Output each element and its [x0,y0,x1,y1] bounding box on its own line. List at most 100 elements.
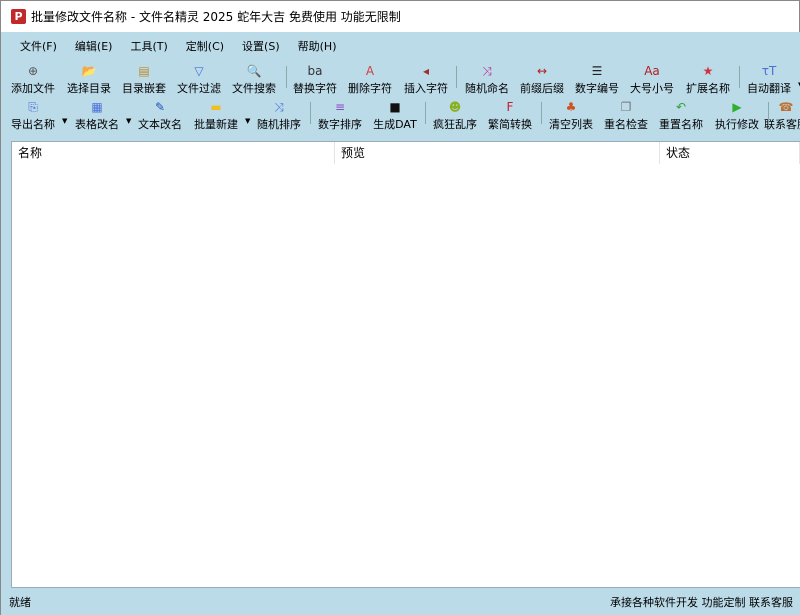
toolbar-button-label: 文件搜索 [232,82,276,95]
toolbar-button-convert[interactable]: F 繁简转换 [482,100,538,132]
toolbar-button-number-sort[interactable]: ≡数字排序 [312,100,368,132]
folder-open-icon: 📂 [81,64,97,78]
menu-item[interactable]: 帮助(H) [297,40,337,53]
toolbar-button-label: 添加文件 [11,82,55,95]
toolbar-button-label: 大号小号 [630,82,674,95]
dropdown-arrow-icon[interactable]: ▼ [62,117,68,125]
menu-bar: 文件(F) 编辑(E) 工具(T) 定制(C) 设置(S) 帮助(H) [11,35,345,57]
toolbar-separator [286,66,287,88]
column-header-preview[interactable]: 预览 [335,142,660,164]
toolbar-button-label: 文件过滤 [177,82,221,95]
add-file-icon: ⊕ [27,64,39,78]
toolbar-button-nested-folder[interactable]: ▤ 目录嵌套 [116,64,172,96]
toolbar-button-label: 文本改名 [138,118,182,131]
star-icon: ★ [702,64,714,78]
column-header-name[interactable]: 名称 [12,142,335,164]
toolbar-button-label: 繁简转换 [488,118,532,131]
title-bar: P 批量修改文件名称 - 文件名精灵 2025 蛇年大吉 免费使用 功能无限制 [0,0,800,32]
clear-icon: ♣ [565,100,577,114]
toolbar-button-label: 随机排序 [257,118,301,131]
toolbar-button-filter[interactable]: ▽ 文件过滤 [171,64,227,96]
toolbar-button-label: 重名检查 [604,118,648,131]
toolbar-button-crazy[interactable]: ☻疯狂乱序 [427,100,483,132]
toolbar-button-label: 扩展名称 [686,82,730,95]
translate-icon: τT [761,64,777,78]
column-header-status[interactable]: 状态 [660,142,800,164]
toolbar-button-star[interactable]: ★ 扩展名称 [680,64,736,96]
toolbar-button-label: 重置名称 [659,118,703,131]
dropdown-arrow-icon[interactable]: ▼ [798,81,800,89]
folder-icon: ▬ [210,100,222,114]
window-title: 批量修改文件名称 - 文件名精灵 2025 蛇年大吉 免费使用 功能无限制 [31,10,401,24]
menu-item[interactable]: 工具(T) [130,40,168,53]
toolbar-button-prefix-suffix[interactable]: ↔ 前缀后缀 [514,64,570,96]
contact-icon: ☎ [778,100,794,114]
case-icon: Aa [644,64,660,78]
replace-icon: ba [307,64,323,78]
toolbar-button-edit[interactable]: ✎ 文本改名 [132,100,188,132]
numbered-list-icon: ☰ [591,64,603,78]
copy-icon: ❐ [620,100,632,114]
toolbar-button-shuffle[interactable]: ⤨ 随机命名 [459,64,515,96]
dropdown-arrow-icon[interactable]: ▼ [126,117,132,125]
toolbar-button-label: 数字编号 [575,82,619,95]
toolbar-button-replace[interactable]: ba 替换字符 [287,64,343,96]
status-bar: 就绪 承接各种软件开发 功能定制 联系客服 [1,592,800,612]
random-sort-icon: ⤨ [274,100,284,114]
toolbar-button-label: 前缀后缀 [520,82,564,95]
toolbar-button-clear[interactable]: ♣清空列表 [543,100,599,132]
toolbar-button-numbered-list[interactable]: ☰ 数字编号 [569,64,625,96]
toolbar-button-undo[interactable]: ↶重置名称 [653,100,709,132]
menu-item[interactable]: 编辑(E) [74,40,113,53]
crazy-icon: ☻ [448,100,462,114]
toolbar-button-folder-open[interactable]: 📂 选择目录 [61,64,117,96]
toolbar-separator [768,102,769,124]
toolbar-separator [541,102,542,124]
toolbar-button-label: 表格改名 [75,118,119,131]
toolbar-button-label: 联系客服 [764,118,800,131]
toolbar-button-insert-char[interactable]: ◂插入字符 [398,64,454,96]
terminal-icon: ■ [389,100,401,114]
toolbar-button-label: 批量新建 [194,118,238,131]
toolbar-button-label: 删除字符 [348,82,392,95]
insert-char-icon: ◂ [422,64,430,78]
toolbar-button-label: 选择目录 [67,82,111,95]
export-icon: ⎘ [28,100,38,114]
dropdown-arrow-icon[interactable]: ▼ [245,117,251,125]
toolbar-button-export[interactable]: ⎘ 导出名称 [5,100,61,132]
menu-item[interactable]: 定制(C) [185,40,225,53]
prefix-suffix-icon: ↔ [536,64,548,78]
table-icon: ▦ [91,100,103,114]
toolbar-button-folder[interactable]: ▬ 批量新建 [188,100,244,132]
edit-icon: ✎ [154,100,166,114]
nested-folder-icon: ▤ [138,64,150,78]
menu-item[interactable]: 设置(S) [242,40,280,53]
menu-item[interactable]: 文件(F) [20,40,57,53]
status-text: 就绪 [9,596,31,609]
toolbar-button-label: 自动翻译 [747,82,791,95]
convert-icon: F [506,100,514,114]
toolbar-button-random-sort[interactable]: ⤨ 随机排序 [251,100,307,132]
toolbar-button-label: 随机命名 [465,82,509,95]
toolbar-separator [456,66,457,88]
toolbar-button-search[interactable]: 🔍文件搜索 [226,64,282,96]
toolbar-button-contact[interactable]: ☎ 联系客服 [758,100,800,132]
app-body: 文件(F) 编辑(E) 工具(T) 定制(C) 设置(S) 帮助(H) ⊕ 添加文件 📂 选择目… [0,32,800,615]
status-promo[interactable]: 承接各种软件开发 功能定制 联系客服 [610,596,793,609]
toolbar-button-translate[interactable]: τT 自动翻译 [741,64,797,96]
toolbar-button-play[interactable]: ▶执行修改 [709,100,765,132]
toolbar-button-case[interactable]: Aa 大号小号 [624,64,680,96]
file-list[interactable]: 名称 预览 状态 [11,141,800,588]
delete-char-icon: A [365,64,375,78]
toolbar-button-terminal[interactable]: ■生成DAT [367,100,423,132]
toolbar-button-label: 执行修改 [715,118,759,131]
shuffle-icon: ⤨ [482,64,492,78]
toolbar-button-delete-char[interactable]: A 删除字符 [342,64,398,96]
toolbar-button-label: 替换字符 [293,82,337,95]
filter-icon: ▽ [194,64,204,78]
toolbar-button-add-file[interactable]: ⊕ 添加文件 [5,64,61,96]
toolbar-button-table[interactable]: ▦ 表格改名 [69,100,125,132]
toolbar-button-label: 导出名称 [11,118,55,131]
toolbar-button-copy[interactable]: ❐ 重名检查 [598,100,654,132]
toolbar-button-label: 目录嵌套 [122,82,166,95]
